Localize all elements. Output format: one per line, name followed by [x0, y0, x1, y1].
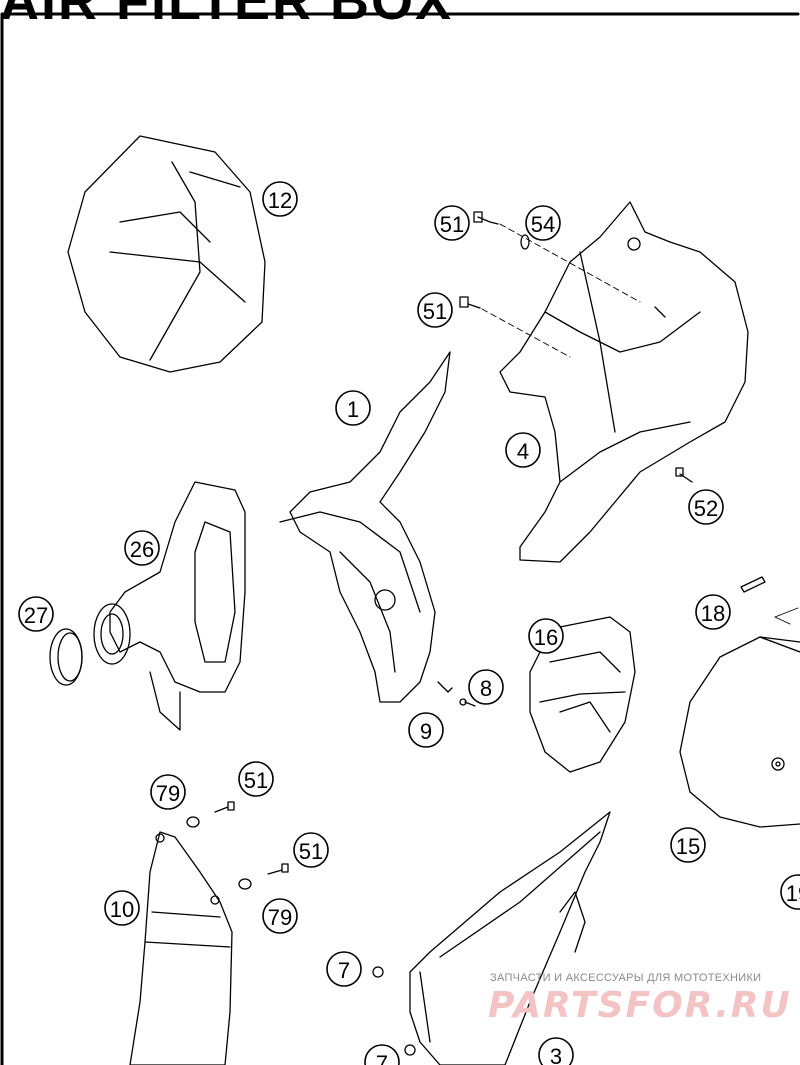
part-1-airbox-side — [279, 351, 451, 703]
part-26-intake-boot — [93, 481, 246, 731]
callout-7b-label: 7 — [376, 1051, 388, 1065]
callout-51b: 51 — [417, 292, 453, 328]
callout-8-label: 8 — [480, 676, 492, 701]
callout-7b: 7 — [364, 1044, 400, 1065]
callout-27-label: 27 — [24, 603, 48, 628]
callout-15-label: 15 — [676, 834, 700, 859]
callout-18-label: 18 — [701, 601, 725, 626]
callout-10: 10 — [104, 890, 140, 926]
part-54-washer — [520, 234, 530, 250]
watermark-caption: ЗАПЧАСТИ И АКСЕССУАРЫ ДЛЯ МОТОТЕХНИКИ — [490, 972, 762, 984]
callout-27: 27 — [18, 596, 54, 632]
callout-79a: 79 — [150, 774, 186, 810]
callout-51d: 51 — [293, 832, 329, 868]
callout-12: 12 — [262, 181, 298, 217]
callout-79b: 79 — [262, 898, 298, 934]
callout-19-label: 19 — [786, 881, 800, 906]
frame-border — [0, 12, 800, 1065]
part-51-bolt-upper — [473, 211, 641, 303]
part-15-air-filter — [679, 636, 800, 828]
callout-3: 3 — [538, 1037, 574, 1065]
callout-51a: 51 — [434, 205, 470, 241]
part-51-bolt-middle — [459, 296, 571, 358]
callout-1: 1 — [335, 390, 371, 426]
callout-26-label: 26 — [130, 537, 154, 562]
callout-7a-label: 7 — [338, 958, 350, 983]
callout-79a-label: 79 — [156, 781, 180, 806]
callout-16: 16 — [528, 618, 564, 654]
callout-1-label: 1 — [347, 397, 359, 422]
callout-51c-label: 51 — [244, 768, 268, 793]
callout-51d-label: 51 — [299, 839, 323, 864]
part-18-pin — [740, 576, 799, 625]
callout-12-label: 12 — [268, 188, 292, 213]
callout-52-label: 52 — [694, 496, 718, 521]
part-3-side-panel — [409, 811, 611, 1065]
part-7-screws — [372, 966, 416, 1056]
part-51-79-fasteners-left — [186, 801, 289, 890]
part-8-9-fasteners — [437, 681, 476, 707]
part-27-hose-clamp — [49, 628, 83, 686]
callout-79b-label: 79 — [268, 905, 292, 930]
watermark-logo: PARTSFOR.RU — [488, 985, 792, 1026]
callout-9-label: 9 — [420, 719, 432, 744]
callout-15: 15 — [670, 827, 706, 863]
callout-51c: 51 — [238, 761, 274, 797]
callout-19: 19 — [780, 874, 800, 910]
callout-54-label: 54 — [531, 212, 555, 237]
callout-51a-label: 51 — [440, 212, 464, 237]
part-52-screw — [675, 467, 693, 483]
callout-8: 8 — [468, 669, 504, 705]
callout-52: 52 — [688, 489, 724, 525]
callout-3-label: 3 — [550, 1044, 562, 1065]
callouts: 12 51 54 51 1 4 52 26 27 18 16 8 9 79 51… — [18, 181, 800, 1065]
callout-4-label: 4 — [517, 439, 529, 464]
part-16-filter-support — [529, 616, 636, 773]
callout-18: 18 — [695, 594, 731, 630]
callout-7a: 7 — [326, 951, 362, 987]
part-4-airbox-main — [499, 201, 749, 563]
parts-diagram: 12 51 54 51 1 4 52 26 27 18 16 8 9 79 51… — [0, 12, 800, 1065]
part-10-cover — [129, 831, 233, 1065]
callout-9: 9 — [408, 712, 444, 748]
callout-16-label: 16 — [534, 625, 558, 650]
part-12-filter-cage — [67, 135, 266, 373]
callout-26: 26 — [124, 530, 160, 566]
callout-10-label: 10 — [110, 897, 134, 922]
callout-54: 54 — [525, 205, 561, 241]
callout-51b-label: 51 — [423, 299, 447, 324]
callout-4: 4 — [505, 432, 541, 468]
